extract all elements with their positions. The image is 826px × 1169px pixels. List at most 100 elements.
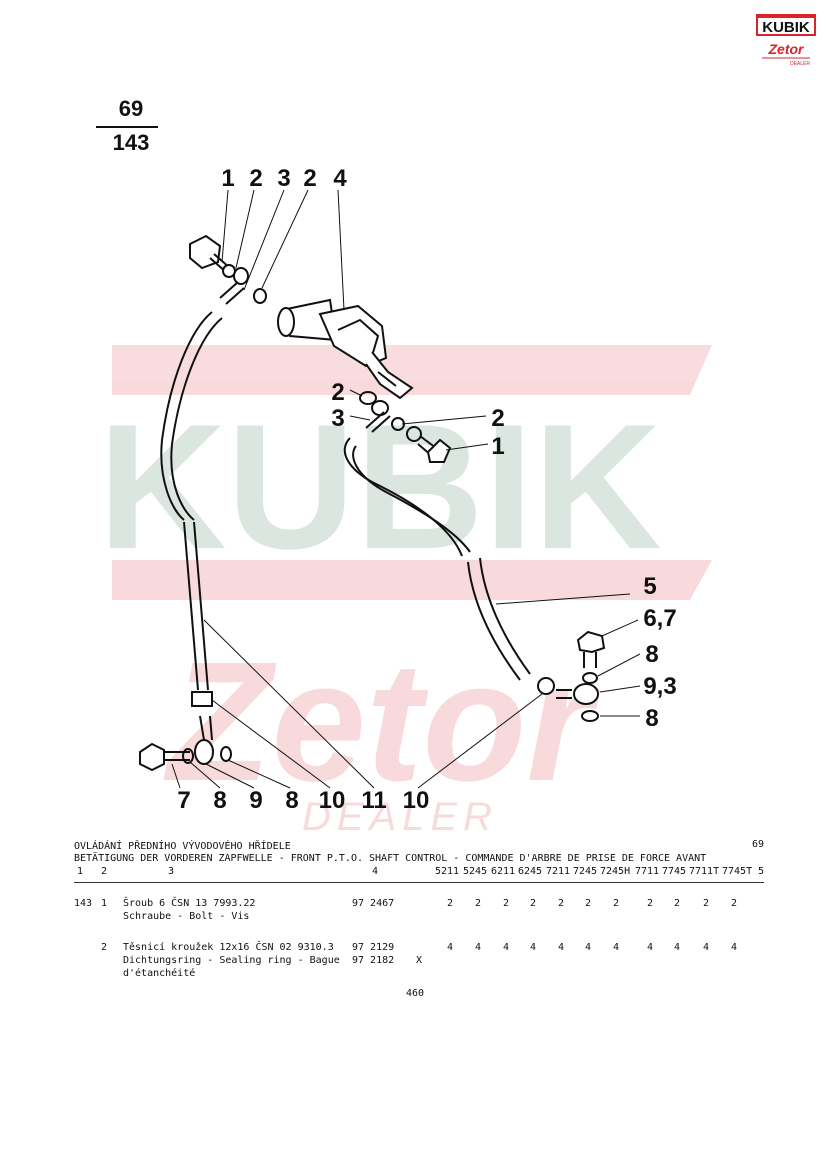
row1-qty-5211: 2 xyxy=(447,898,454,909)
callout-8-right-a: 8 xyxy=(645,641,658,668)
row2-qty-7245H: 4 xyxy=(613,942,620,953)
row2-qty-6245: 4 xyxy=(530,942,537,953)
callout-2-top-b: 2 xyxy=(303,165,316,192)
svg-text:DEALER: DEALER xyxy=(790,61,810,67)
hose-left-lower-edge-b xyxy=(193,521,209,691)
washer-bottom-left-1 xyxy=(182,748,194,764)
hose-left-upper-edge-b xyxy=(170,317,223,521)
washer-lower-right-1 xyxy=(582,672,598,684)
model-header-7745T: 7745T xyxy=(722,866,753,877)
table-header-rule xyxy=(74,882,764,883)
row2-qty-6211: 4 xyxy=(503,942,510,953)
row2-qty-5245: 4 xyxy=(475,942,482,953)
page-fraction-denominator: 143 xyxy=(112,130,150,155)
row1-desc2: Schraube - Bolt - Vis xyxy=(123,911,250,922)
hose-left-lower-edge-a xyxy=(183,521,199,691)
row1-qty-7245: 2 xyxy=(585,898,592,909)
row1-part1: 97 2467 xyxy=(352,898,395,909)
hose-nut-right xyxy=(537,677,555,695)
banjo-fitting-right xyxy=(365,411,391,433)
model-header-7711T: 7711T xyxy=(689,866,720,877)
col-header-3: 3 xyxy=(168,866,175,877)
callout-2-top-a: 2 xyxy=(249,165,262,192)
row2-qty-7245: 4 xyxy=(585,942,592,953)
callout-8-right-b: 8 xyxy=(645,705,658,732)
banjo-bolt-right xyxy=(417,435,452,463)
callout-3-mid: 3 xyxy=(331,405,344,432)
callout-4: 4 xyxy=(333,165,347,192)
fitting-stem-right xyxy=(556,689,572,699)
callout-7: 7 xyxy=(177,787,190,814)
callout-9: 9 xyxy=(249,787,262,814)
row2-pos: 2 xyxy=(101,942,108,953)
row2-desc3: d'étanchéité xyxy=(123,968,196,979)
row2-qty-7711T: 4 xyxy=(703,942,710,953)
dealer-watermark: KUBIK Zetor DEALER xyxy=(98,345,712,830)
washer-lower-right-2 xyxy=(581,710,599,722)
row1-group: 143 xyxy=(74,898,93,909)
model-header-5245: 5245 xyxy=(463,866,488,877)
table-page-ref: 69 xyxy=(752,839,765,850)
callout-10-bottom-a: 10 xyxy=(319,787,346,814)
callout-8-bottom-b: 8 xyxy=(285,787,298,814)
banjo-bolt-bottom-left xyxy=(139,742,190,772)
row1-qty-7245H: 2 xyxy=(613,898,620,909)
hose-right-lower-edge-a xyxy=(467,561,521,681)
leader-lines xyxy=(171,189,641,789)
washer-bottom-left-2 xyxy=(220,746,232,762)
row2-mark: X xyxy=(416,955,423,966)
col-header-2: 2 xyxy=(101,866,108,877)
row2-part2: 97 2182 xyxy=(352,955,395,966)
model-header-7211: 7211 xyxy=(546,866,571,877)
banjo-eye-lower-right xyxy=(573,683,599,705)
callout-11: 11 xyxy=(361,787,386,814)
control-valve xyxy=(277,298,414,400)
page-number: 460 xyxy=(406,988,425,999)
banjo-eye-left xyxy=(194,739,214,765)
callout-5: 5 xyxy=(643,573,656,600)
row2-qty-7711: 4 xyxy=(647,942,654,953)
table-title-czech: OVLÁDÁNÍ PŘEDNÍHO VÝVODOVÉHO HŘÍDELE xyxy=(74,841,291,852)
row1-desc1: Šroub 6 ČSN 13 7993.22 xyxy=(123,898,256,909)
hose-right-lower-edge-b xyxy=(479,557,531,675)
model-header-5211: 5211 xyxy=(435,866,460,877)
washer-top-1 xyxy=(233,267,249,285)
col-header-1: 1 xyxy=(77,866,84,877)
col-header-4: 4 xyxy=(372,866,379,877)
hose-right-upper-edge-a xyxy=(343,437,463,557)
callout-1-top: 1 xyxy=(221,165,234,192)
model-header-6211: 6211 xyxy=(491,866,516,877)
col-header-5: 5 xyxy=(758,866,765,877)
callout-6-7: 6,7 xyxy=(643,605,676,632)
washer-right-3 xyxy=(406,426,422,442)
row2-qty-7745: 4 xyxy=(674,942,681,953)
washer-right-1 xyxy=(359,391,377,405)
callout-10-bottom-b: 10 xyxy=(403,787,430,814)
svg-text:KUBIK: KUBIK xyxy=(762,19,810,36)
row1-qty-7745: 2 xyxy=(674,898,681,909)
row2-qty-7745T: 4 xyxy=(731,942,738,953)
row1-qty-7711: 2 xyxy=(647,898,654,909)
kubik-zetor-logo: KUBIK Zetor DEALER xyxy=(756,14,816,67)
callout-2-mid-a: 2 xyxy=(331,379,344,406)
callout-8-bottom-a: 8 xyxy=(213,787,226,814)
table-title-multilingual: BETÄTIGUNG DER VORDEREN ZAPFWELLE - FRON… xyxy=(74,853,707,864)
row1-qty-6211: 2 xyxy=(503,898,510,909)
model-header-7245: 7245 xyxy=(573,866,598,877)
row2-qty-7211: 4 xyxy=(558,942,565,953)
banjo-fitting-top xyxy=(219,281,245,305)
svg-text:DEALER: DEALER xyxy=(302,795,498,830)
fraction-line xyxy=(96,126,158,128)
fitting-stem-left xyxy=(199,715,213,741)
washer-top-2 xyxy=(253,288,267,304)
row2-desc2: Dichtungsring - Sealing ring - Bague xyxy=(123,955,340,966)
row1-pos: 1 xyxy=(101,898,108,909)
model-header-7745: 7745 xyxy=(662,866,687,877)
row2-part1: 97 2129 xyxy=(352,942,395,953)
svg-text:Zetor: Zetor xyxy=(164,627,601,817)
callout-1-mid: 1 xyxy=(491,433,504,460)
page-fraction-numerator: 69 xyxy=(118,96,144,121)
hose-right-upper-edge-b xyxy=(352,445,471,553)
hose-nut-left xyxy=(191,691,213,707)
